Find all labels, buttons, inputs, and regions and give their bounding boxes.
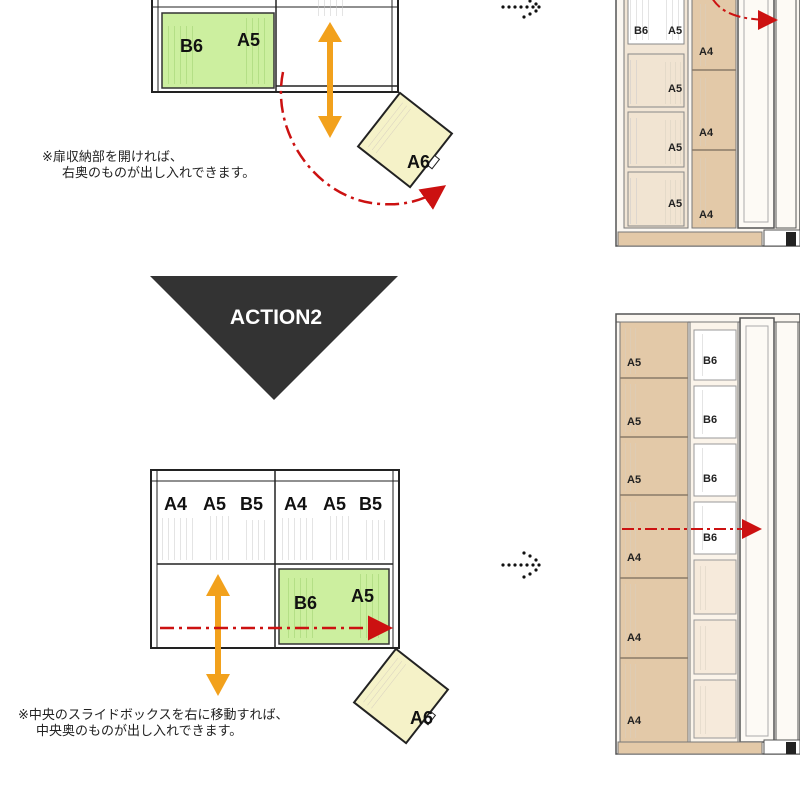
elev-bottom-mid-box-1: B6 [703, 414, 717, 426]
action-banner: ACTION2 [150, 276, 398, 400]
right-row-label-a5: A5 [323, 494, 346, 514]
dotted-arrow-top [501, 0, 541, 19]
right-row-label-b5: B5 [359, 494, 382, 514]
left-row-label-a4: A4 [164, 494, 187, 514]
action-label: ACTION2 [230, 306, 322, 329]
bottom-elevation: A5 A5 A5 A4 A4 A4 B6 B6 B6 B6 [615, 313, 800, 755]
moved-box-label-b6: B6 [294, 593, 317, 613]
elev-bottom-left-shelf-4: A4 [627, 632, 642, 644]
elev-top-mid-shelf-0: A4 [699, 46, 714, 58]
door-label-a6-bottom: A6 [410, 708, 433, 728]
elev-bottom-mid-box-0: B6 [703, 355, 717, 367]
note-top-line1: ※扉収納部を開ければ、 [42, 150, 183, 165]
box-label-b6: B6 [180, 36, 203, 56]
elev-bottom-left-shelf-2: A5 [627, 474, 641, 486]
elev-top-mid-shelf-2: A4 [699, 209, 714, 221]
door-label-a6: A6 [407, 152, 430, 172]
right-row-label-a4: A4 [284, 494, 307, 514]
note-top-line2: 右奥のものが出し入れできます。 [62, 166, 256, 181]
elev-top-left-shelf-1: A5 [668, 142, 682, 154]
elev-bottom-left-shelf-3: A4 [627, 552, 642, 564]
elev-top-label-b6: B6 [634, 25, 648, 37]
elev-bottom-mid-box-3: B6 [703, 532, 717, 544]
elev-top-left-shelf-0: A5 [668, 83, 682, 95]
bottom-plan: A4 A5 B5 A4 A5 B5 B6 A5 A6 [150, 469, 450, 745]
elev-top-label-a5: A5 [668, 25, 682, 37]
door-a6-bottom [352, 647, 450, 745]
top-plan: B6 A5 A6 [151, 0, 454, 210]
elev-bottom-left-shelf-5: A4 [627, 715, 642, 727]
elev-bottom-left-shelf-1: A5 [627, 416, 641, 428]
red-swing-arrow [279, 71, 447, 210]
note-bottom-line1: ※中央のスライドボックスを右に移動すれば、 [18, 708, 289, 723]
top-elevation: B6 A5 A5 A5 A5 A4 A4 A4 [615, 0, 800, 247]
action-triangle [150, 276, 398, 400]
left-row-label-b5: B5 [240, 494, 263, 514]
moved-box-label-a5: A5 [351, 586, 374, 606]
orange-updown-arrow-bottom [206, 574, 230, 696]
elev-top-mid-shelf-1: A4 [699, 127, 714, 139]
elev-top-left-shelf-2: A5 [668, 198, 682, 210]
elev-bottom-mid-box-2: B6 [703, 473, 717, 485]
door-a6 [356, 91, 454, 189]
box-label-a5: A5 [237, 30, 260, 50]
elev-bottom-left-shelf-0: A5 [627, 357, 641, 369]
orange-updown-arrow [318, 22, 342, 138]
dotted-arrow-bottom [501, 551, 541, 579]
note-bottom-line2: 中央奥のものが出し入れできます。 [36, 724, 243, 739]
left-row-label-a5: A5 [203, 494, 226, 514]
